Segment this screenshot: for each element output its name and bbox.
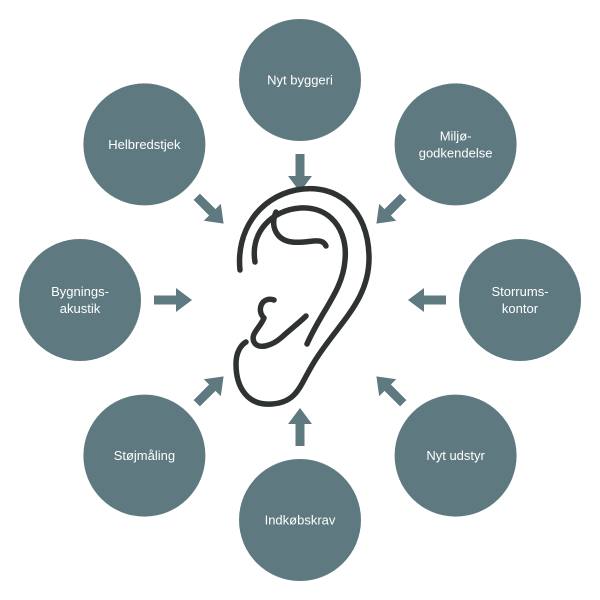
arrows-layer [154, 154, 446, 446]
node-label: kontor [502, 301, 539, 316]
node-circle [239, 459, 361, 581]
arrow-bygningsakustik [154, 288, 192, 312]
node-storrumskontor: Storrums-kontor [459, 239, 581, 361]
node-label: Nyt byggeri [267, 73, 333, 88]
arrow-stojmaling [193, 376, 224, 407]
node-circle [19, 239, 141, 361]
node-circle [83, 83, 206, 206]
arrow-nyt-udstyr [376, 376, 407, 407]
node-bygningsakustik: Bygnings-akustik [19, 239, 141, 361]
node-miljo-godkendelse: Miljø-godkendelse [394, 83, 517, 206]
node-stojmaling: Støjmåling [83, 394, 206, 517]
node-label: godkendelse [419, 145, 493, 160]
node-indkobskrav: Indkøbskrav [239, 459, 361, 581]
node-label: Storrums- [491, 284, 548, 299]
node-label: Bygnings- [51, 284, 109, 299]
arrow-helbredstjek [193, 193, 224, 224]
node-helbredstjek: Helbredstjek [83, 83, 206, 206]
node-label: Støjmåling [114, 448, 175, 463]
arrow-storrumskontor [408, 288, 446, 312]
node-circle [394, 394, 517, 517]
node-circle [394, 83, 517, 206]
node-label: Nyt udstyr [426, 448, 485, 463]
node-circle [239, 19, 361, 141]
node-label: akustik [60, 301, 101, 316]
arrow-nyt-byggeri [288, 154, 312, 192]
nodes-layer: Nyt byggeriMiljø-godkendelseStorrums-kon… [19, 19, 581, 581]
arrow-miljo-godkendelse [376, 193, 407, 224]
node-label: Indkøbskrav [265, 513, 336, 528]
node-label: Miljø- [440, 128, 472, 143]
node-label: Helbredstjek [108, 137, 181, 152]
node-nyt-udstyr: Nyt udstyr [394, 394, 517, 517]
arrow-indkobskrav [288, 408, 312, 446]
node-circle [459, 239, 581, 361]
ear-icon [233, 185, 372, 407]
node-nyt-byggeri: Nyt byggeri [239, 19, 361, 141]
node-circle [83, 394, 206, 517]
